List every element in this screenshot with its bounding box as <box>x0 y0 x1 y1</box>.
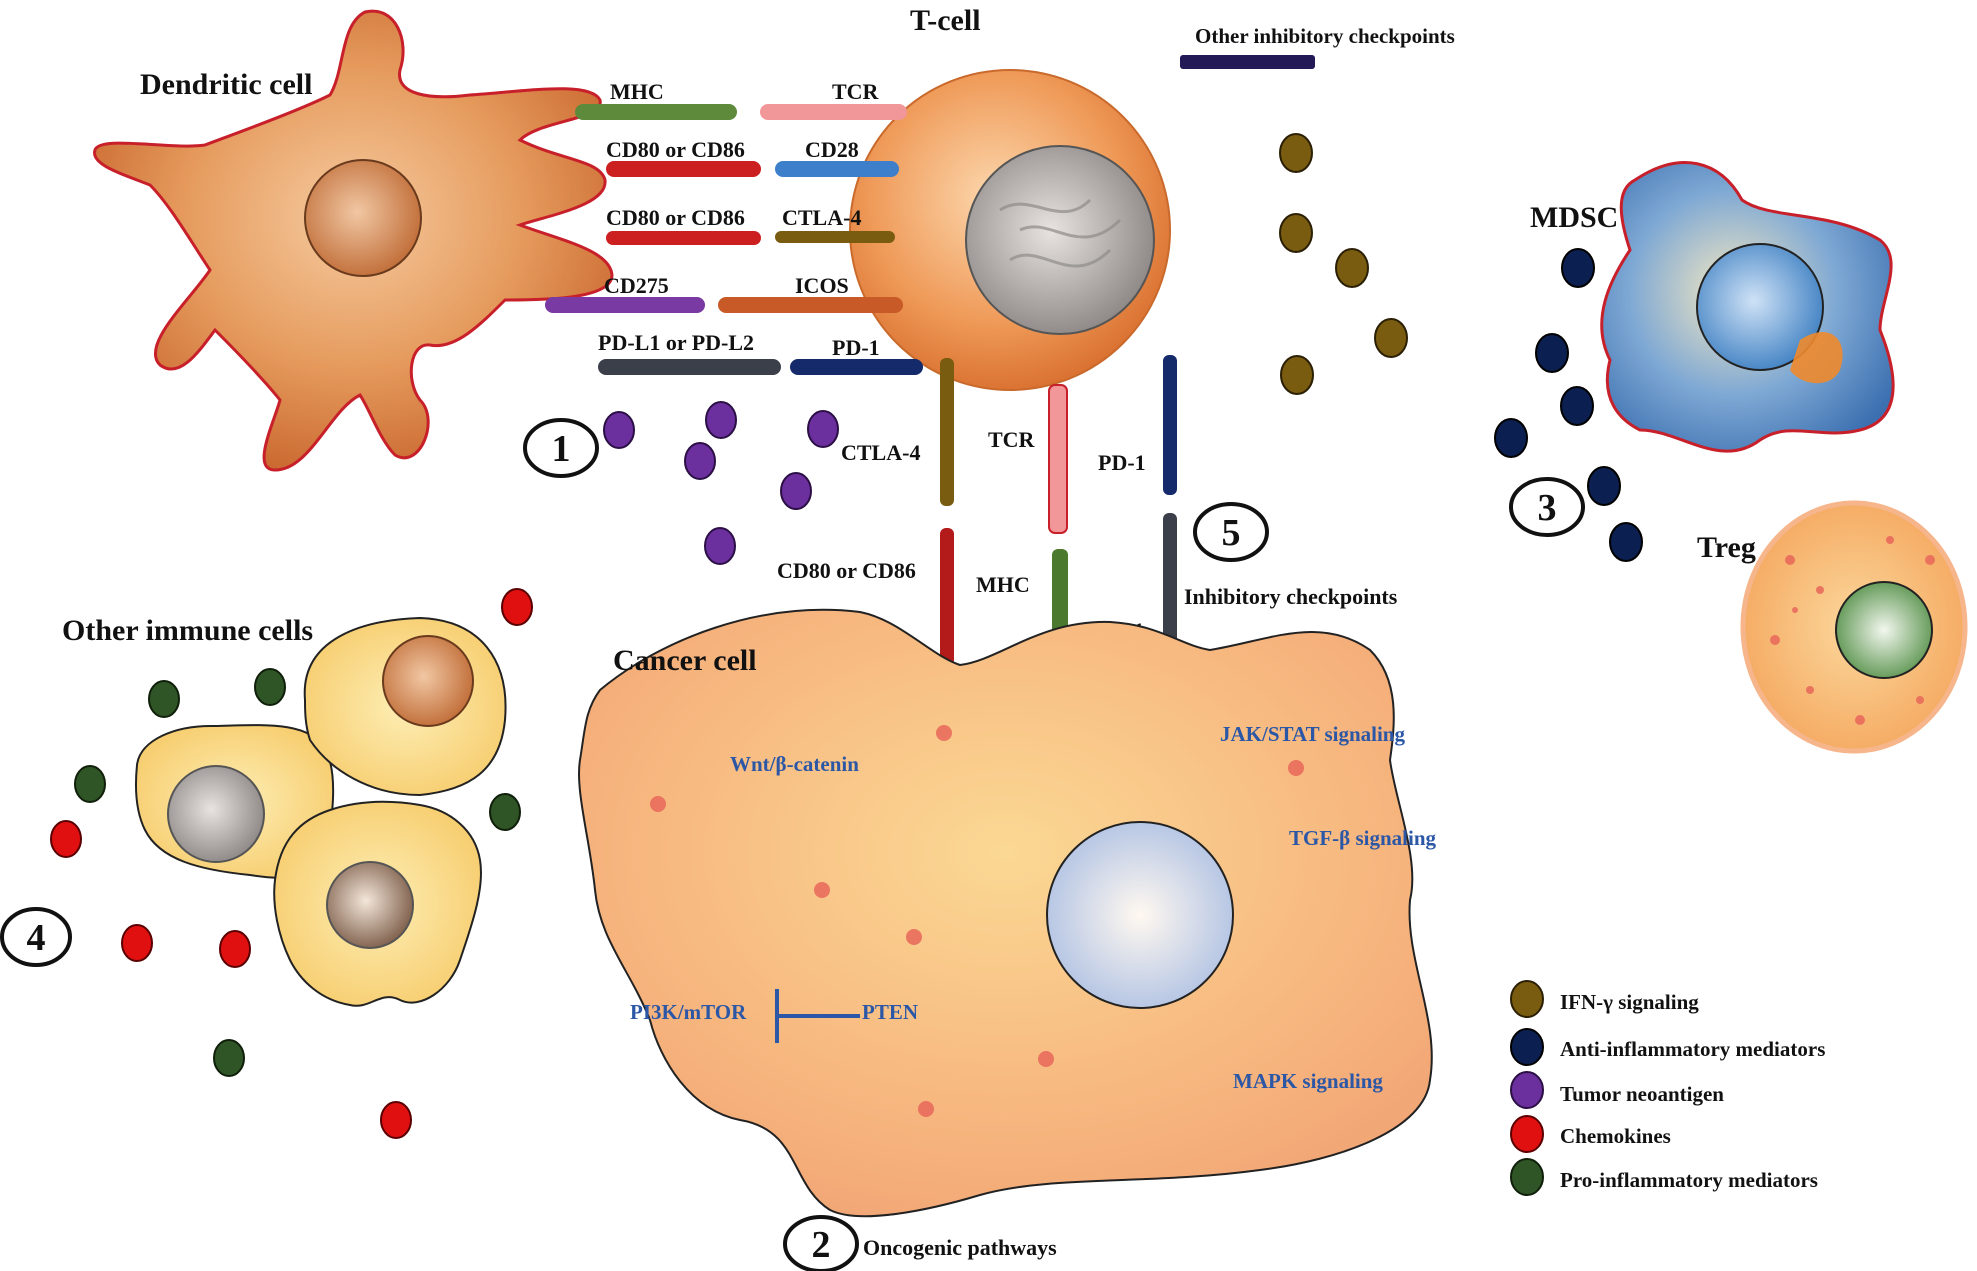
pten-label: PTEN <box>862 1000 918 1024</box>
marker-1: 1 <box>523 418 599 478</box>
mhc-bar <box>575 104 737 120</box>
legend-label-anti-inflammatory: Anti-inflammatory mediators <box>1560 1037 1825 1061</box>
marker-3: 3 <box>1509 477 1585 537</box>
cancer-cell <box>578 608 1433 1218</box>
legend-label-chemokines: Chemokines <box>1560 1124 1671 1148</box>
marker-4: 4 <box>0 907 72 967</box>
pten-inhibition-arrow <box>775 989 860 1043</box>
treg-nucleus <box>1835 581 1933 679</box>
svg-text:2: 2 <box>812 1224 831 1266</box>
legend: IFN-γ signaling Anti-inflammatory mediat… <box>1510 980 1825 1196</box>
receptor-pairs <box>545 104 923 375</box>
tcr-bar <box>760 104 907 120</box>
other-inhibitory-label: Other inhibitory checkpoints <box>1195 24 1455 48</box>
cd80-86-label-a: CD80 or CD86 <box>606 137 745 162</box>
legend-swatch-chemokines <box>1510 1115 1544 1153</box>
inhibitory-interface-label: Inhibitory checkpoints <box>1184 584 1398 609</box>
cd80-86-interface-label: CD80 or CD86 <box>777 558 916 583</box>
pd1-label: PD-1 <box>832 335 880 360</box>
cd80-86-vertical <box>940 528 954 666</box>
cd80-86-label-b: CD80 or CD86 <box>606 205 745 230</box>
mdsc-label: MDSC <box>1530 201 1618 234</box>
tcr-label: TCR <box>832 79 880 104</box>
legend-swatch-ifn <box>1510 980 1544 1018</box>
cancer-cell-label: Cancer cell <box>613 644 757 677</box>
icos-label: ICOS <box>795 273 849 298</box>
t-cell <box>849 69 1171 391</box>
legend-swatch-anti-inflammatory <box>1510 1028 1544 1066</box>
ctla4-interface-label: CTLA-4 <box>841 440 920 465</box>
dendritic-cell-label: Dendritic cell <box>140 68 312 101</box>
pdl-bar <box>598 359 781 375</box>
dendritic-cell <box>93 9 614 472</box>
treg-cell <box>1740 500 1968 754</box>
svg-text:4: 4 <box>27 917 46 959</box>
t-cell-label: T-cell <box>910 4 981 37</box>
pd1-vertical <box>1163 355 1177 495</box>
cd28-bar <box>775 161 899 177</box>
cd28-label: CD28 <box>805 137 859 162</box>
pd1-interface-label: PD-1 <box>1098 450 1146 475</box>
anti-inflammatory-dots <box>1494 248 1643 562</box>
oncogenic-label: Oncogenic pathways <box>863 1235 1057 1260</box>
ifn-gamma-dots <box>1279 133 1408 395</box>
ctla4-label: CTLA-4 <box>782 205 861 230</box>
tcr-vertical <box>1048 384 1068 534</box>
other-immune-cells <box>134 616 507 1007</box>
legend-swatch-pro-inflammatory <box>1510 1158 1544 1196</box>
mdsc-nucleus <box>1696 243 1824 371</box>
svg-text:3: 3 <box>1538 487 1557 529</box>
ctla4-vertical <box>940 358 954 506</box>
other-immune-label: Other immune cells <box>62 614 313 647</box>
mdsc-cell <box>1600 161 1895 453</box>
jakstat-label: JAK/STAT signaling <box>1220 722 1405 746</box>
marker-5: 5 <box>1193 502 1269 562</box>
svg-text:5: 5 <box>1222 512 1241 554</box>
icos-bar <box>718 297 903 313</box>
legend-swatch-neoantigen <box>1510 1071 1544 1109</box>
legend-item-ifn: IFN-γ signaling <box>1510 980 1699 1018</box>
mapk-label: MAPK signaling <box>1233 1069 1383 1093</box>
mhc-label: MHC <box>610 79 664 104</box>
marker-2: 2 <box>783 1215 859 1271</box>
tgfb-label: TGF-β signaling <box>1289 826 1437 850</box>
legend-label-neoantigen: Tumor neoantigen <box>1560 1082 1724 1106</box>
tcr-interface-label: TCR <box>988 427 1036 452</box>
wnt-label: Wnt/β-catenin <box>730 752 859 776</box>
mhc-interface-label: MHC <box>976 572 1030 597</box>
legend-item-anti-inflammatory: Anti-inflammatory mediators <box>1510 1028 1825 1066</box>
pdl-label: PD-L1 or PD-L2 <box>598 330 754 355</box>
cd275-bar <box>545 297 705 313</box>
legend-label-pro-inflammatory: Pro-inflammatory mediators <box>1560 1168 1818 1192</box>
legend-item-neoantigen: Tumor neoantigen <box>1510 1071 1724 1109</box>
legend-label-ifn: IFN-γ signaling <box>1560 990 1699 1014</box>
pro-inflammatory-dots <box>74 668 521 1077</box>
pd1-bar <box>790 359 923 375</box>
cancer-nucleus <box>1046 821 1234 1009</box>
dendritic-nucleus <box>304 159 422 277</box>
t-cell-nucleus <box>965 145 1155 335</box>
svg-text:1: 1 <box>552 428 571 470</box>
chemokine-dots <box>50 588 533 1139</box>
legend-item-pro-inflammatory: Pro-inflammatory mediators <box>1510 1158 1818 1196</box>
pi3k-label: PI3K/mTOR <box>630 1000 747 1024</box>
treg-label: Treg <box>1697 531 1756 564</box>
cd275-label: CD275 <box>604 273 669 298</box>
legend-item-chemokines: Chemokines <box>1510 1115 1671 1153</box>
cd80-86-bar-b <box>606 231 761 245</box>
other-inhibitory-receptor <box>1180 55 1315 69</box>
ctla4-bar <box>775 231 895 243</box>
tumor-neoantigen-dots <box>603 401 839 565</box>
cd80-86-bar-a <box>606 161 761 177</box>
